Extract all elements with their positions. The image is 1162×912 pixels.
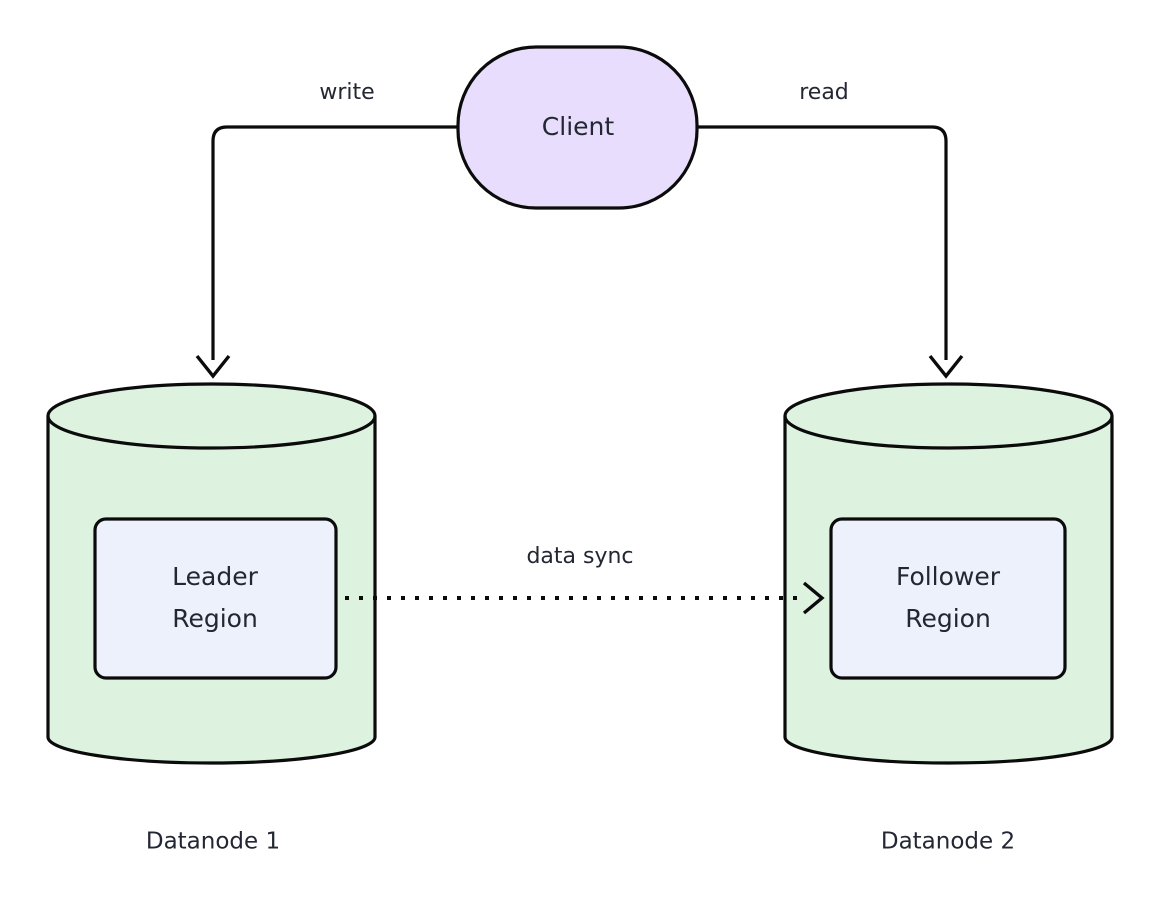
datanode1-cylinder-outline (46, 416, 377, 765)
edge-data-sync: data sync (345, 544, 825, 615)
datanode2-cylinder-top-fill (785, 384, 1112, 448)
edge-read-line (697, 125, 948, 360)
edge-data-sync-arrowhead (802, 581, 825, 615)
datanode1-caption: Datanode 1 (146, 829, 280, 855)
node-datanode-1[interactable]: Leader Region Datanode 1 (46, 382, 377, 855)
datanode1-cylinder-top-rim (46, 382, 377, 450)
datanode2-caption: Datanode 2 (881, 829, 1015, 855)
follower-region-shape (829, 517, 1067, 680)
follower-region-box[interactable]: Follower Region (829, 517, 1067, 680)
edge-read-label: read (799, 80, 849, 105)
leader-region-label-line1: Leader (172, 562, 258, 591)
client-label: Client (542, 112, 615, 141)
edge-write-line (211, 125, 458, 360)
leader-region-box[interactable]: Leader Region (93, 517, 338, 680)
leader-region-shape (93, 517, 338, 680)
edge-write-label: write (319, 80, 374, 105)
node-client[interactable]: Client (456, 45, 699, 210)
node-datanode-2[interactable]: Follower Region Datanode 2 (783, 382, 1114, 855)
edge-data-sync-label: data sync (526, 544, 633, 569)
edge-write-arrowhead (195, 354, 231, 379)
follower-region-label-line1: Follower (896, 562, 1001, 591)
edge-read-arrowhead (928, 354, 964, 379)
datanode2-cylinder-top-rim (783, 382, 1114, 450)
edge-read: read (697, 80, 964, 379)
datanode2-cylinder-outline (783, 416, 1114, 765)
follower-region-label-line2: Region (905, 604, 991, 633)
client-shape (456, 45, 699, 210)
edge-write: write (195, 80, 458, 379)
leader-region-label-line2: Region (172, 604, 258, 633)
datanode1-cylinder-top-fill (48, 384, 375, 448)
